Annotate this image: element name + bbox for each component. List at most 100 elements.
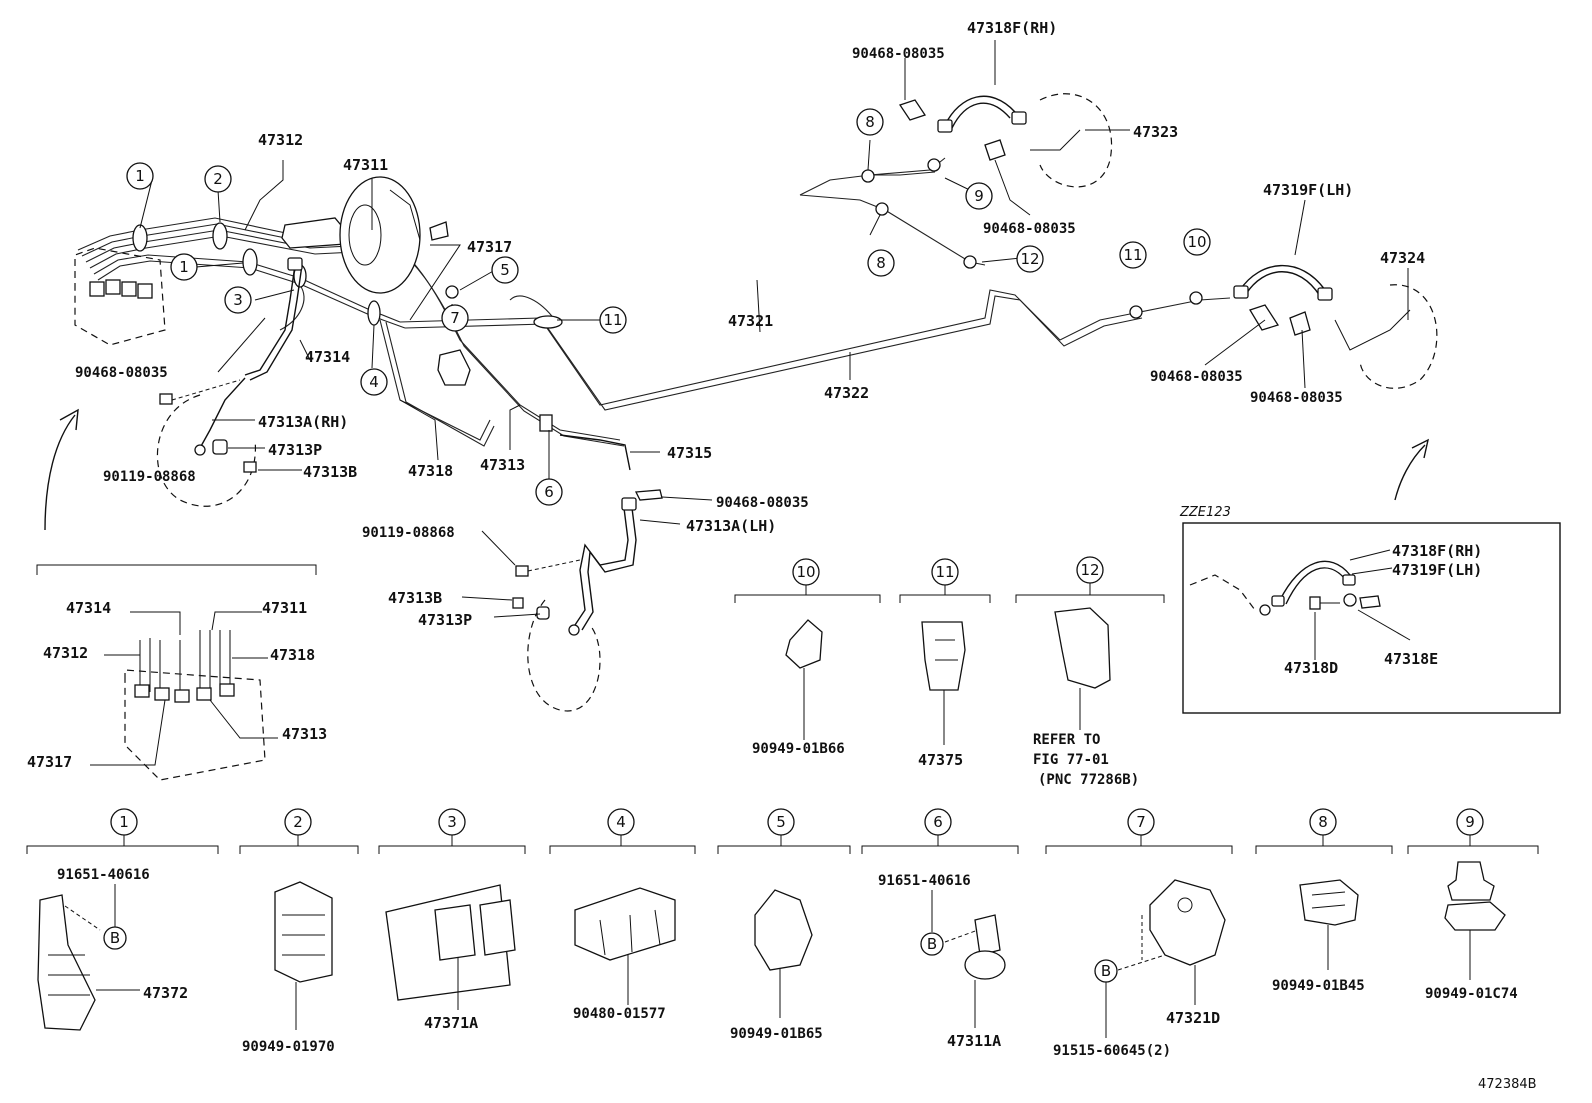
svg-text:1: 1 bbox=[119, 813, 129, 831]
clamp1-bolt: 91651-40616 bbox=[57, 867, 150, 883]
front-lh-flex-hose bbox=[512, 489, 663, 712]
clamp9-part: 90949-01C74 bbox=[1425, 986, 1518, 1002]
callout-4-b: 4 bbox=[607, 808, 635, 836]
svg-text:1: 1 bbox=[135, 167, 145, 185]
clamp2-part: 90949-01970 bbox=[242, 1039, 335, 1055]
label-47321: 47321 bbox=[728, 312, 773, 330]
callout-B-7: B bbox=[1094, 959, 1118, 983]
clamp4-part: 90480-01577 bbox=[573, 1006, 666, 1022]
callout-5-a: 5 bbox=[491, 256, 519, 284]
label-47313P-b: 47313P bbox=[418, 611, 472, 629]
detail-label-47314: 47314 bbox=[66, 599, 111, 617]
svg-text:10: 10 bbox=[796, 563, 815, 581]
svg-text:4: 4 bbox=[369, 373, 379, 391]
drawing-code: 472384B bbox=[1478, 1077, 1537, 1092]
clamp3-part: 47371A bbox=[424, 1014, 478, 1032]
callout-8-a: 8 bbox=[856, 108, 884, 136]
pipe-clamps bbox=[132, 158, 1203, 329]
callout-1-a: 1 bbox=[126, 162, 154, 190]
svg-text:2: 2 bbox=[293, 813, 303, 831]
svg-text:12: 12 bbox=[1020, 250, 1039, 268]
label-47311: 47311 bbox=[343, 156, 388, 174]
label-47313A-rh: 47313A(RH) bbox=[258, 413, 348, 431]
clamp6-bolt: 91651-40616 bbox=[878, 873, 971, 889]
callout-7-b: 7 bbox=[1127, 808, 1155, 836]
svg-text:7: 7 bbox=[1136, 813, 1146, 831]
svg-text:8: 8 bbox=[876, 254, 886, 272]
callout-2-a: 2 bbox=[204, 165, 232, 193]
callout-8-b: 8 bbox=[867, 249, 895, 277]
callout-12-a: 12 bbox=[1016, 245, 1044, 273]
callout-3-b: 3 bbox=[438, 808, 466, 836]
label-90468-b: 90468-08035 bbox=[716, 495, 809, 511]
label-90468-f: 90468-08035 bbox=[1250, 390, 1343, 406]
proportioning-valve bbox=[437, 349, 471, 386]
callout-12-b: 12 bbox=[1076, 556, 1104, 584]
svg-text:B: B bbox=[1101, 962, 1111, 980]
master-cylinder-booster bbox=[281, 176, 449, 294]
svg-text:3: 3 bbox=[447, 813, 457, 831]
label-47314: 47314 bbox=[305, 348, 350, 366]
svg-text:1: 1 bbox=[179, 258, 189, 276]
main-callouts: 1 2 1 3 4 5 7 11 6 8 9 8 12 11 10 bbox=[126, 108, 1211, 506]
callout-6-b: 6 bbox=[924, 808, 952, 836]
callout-11-c: 11 bbox=[931, 558, 959, 586]
label-90468-a: 90468-08035 bbox=[75, 365, 168, 381]
callout-1-c: 1 bbox=[110, 808, 138, 836]
svg-text:8: 8 bbox=[865, 113, 875, 131]
main-labels: 47312 47311 47317 47314 90468-08035 4731… bbox=[75, 19, 1425, 629]
svg-text:4: 4 bbox=[616, 813, 626, 831]
callout-6-a: 6 bbox=[535, 478, 563, 506]
refer-note-line2: FIG 77-01 bbox=[1033, 752, 1109, 768]
clamp11-part: 47375 bbox=[918, 751, 963, 769]
label-47324: 47324 bbox=[1380, 249, 1425, 267]
clamp8-part: 90949-01B45 bbox=[1272, 978, 1365, 994]
direction-arrows bbox=[44, 408, 1430, 531]
callout-9-b: 9 bbox=[1456, 808, 1484, 836]
svg-text:6: 6 bbox=[544, 483, 554, 501]
front-rh-flex-hose bbox=[156, 257, 303, 507]
clamp10-part: 90949-01B66 bbox=[752, 741, 845, 757]
label-47315: 47315 bbox=[667, 444, 712, 462]
label-90119-a: 90119-08868 bbox=[103, 469, 196, 485]
detail-label-47311: 47311 bbox=[262, 599, 307, 617]
callout-10-a: 10 bbox=[1183, 228, 1211, 256]
callout-1-b: 1 bbox=[170, 253, 198, 281]
label-47313B-a: 47313B bbox=[303, 463, 357, 481]
label-47313A-lh: 47313A(LH) bbox=[686, 517, 776, 535]
callout-9-a: 9 bbox=[965, 182, 993, 210]
refer-note-line3: (PNC 77286B) bbox=[1038, 772, 1139, 788]
callout-7-a: 7 bbox=[441, 304, 469, 332]
box-label-47319F: 47319F(LH) bbox=[1392, 561, 1482, 579]
svg-text:9: 9 bbox=[974, 187, 984, 205]
label-47313: 47313 bbox=[480, 456, 525, 474]
callout-3-a: 3 bbox=[224, 286, 252, 314]
detail-label-47313: 47313 bbox=[282, 725, 327, 743]
svg-text:11: 11 bbox=[935, 563, 954, 581]
svg-text:8: 8 bbox=[1318, 813, 1328, 831]
callout-B-1: B bbox=[103, 926, 127, 950]
clamp7-bolt: 91515-60645(2) bbox=[1053, 1043, 1171, 1059]
variant-box-zze123: ZZE123 47318F(RH) 47319F(LH) 47318D 4731… bbox=[1179, 505, 1561, 714]
label-90119-b: 90119-08868 bbox=[362, 525, 455, 541]
callout-B-6: B bbox=[920, 932, 944, 956]
label-90468-c: 90468-08035 bbox=[852, 46, 945, 62]
clamp7-part: 47321D bbox=[1166, 1009, 1220, 1027]
callout-11-b: 11 bbox=[1119, 241, 1147, 269]
pipe-47315 bbox=[539, 414, 631, 471]
svg-text:11: 11 bbox=[1123, 246, 1142, 264]
detail-label-47312: 47312 bbox=[43, 644, 88, 662]
svg-text:B: B bbox=[927, 935, 937, 953]
variant-label: ZZE123 bbox=[1179, 505, 1231, 520]
callout-8-c: 8 bbox=[1309, 808, 1337, 836]
label-47317: 47317 bbox=[467, 238, 512, 256]
svg-text:7: 7 bbox=[450, 309, 460, 327]
label-47312: 47312 bbox=[258, 131, 303, 149]
label-90468-d: 90468-08035 bbox=[983, 221, 1076, 237]
svg-text:5: 5 bbox=[776, 813, 786, 831]
refer-note-line1: REFER TO bbox=[1033, 732, 1100, 748]
svg-text:B: B bbox=[110, 929, 120, 947]
label-47322: 47322 bbox=[824, 384, 869, 402]
